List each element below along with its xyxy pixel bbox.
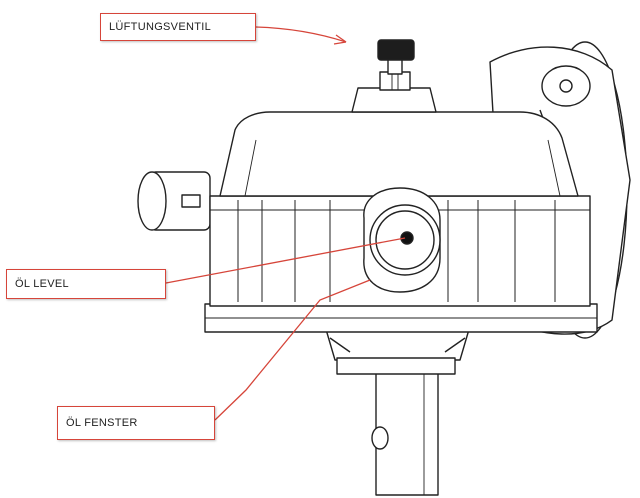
vent-valve: [351, 39, 437, 113]
input-shaft: [137, 171, 211, 231]
vent-valve-label: LÜFTUNGSVENTIL: [100, 13, 256, 41]
oil-window-label: ÖL FENSTER: [57, 406, 215, 440]
vent-knob: [377, 39, 415, 61]
oil-level-label: ÖL LEVEL: [6, 269, 166, 299]
oil-level-leader-line: [165, 237, 406, 284]
shaft-collar: [324, 325, 471, 375]
housing-cover: [219, 111, 579, 197]
vent-leader-line: [255, 26, 347, 43]
oil-level-dot: [400, 231, 414, 245]
oil-sight-glass: [363, 187, 441, 293]
oil-window-leader-line: [214, 279, 371, 421]
vent-leader-arrow: [333, 34, 347, 45]
output-shaft: [371, 359, 439, 496]
